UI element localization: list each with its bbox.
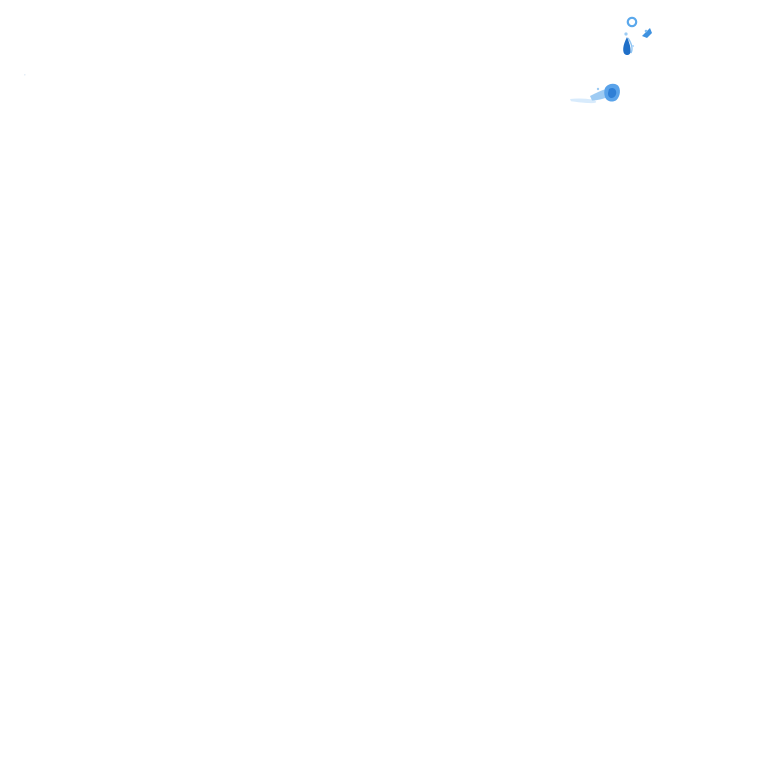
precip-blob-core: [607, 87, 617, 99]
precip-dot: [631, 44, 635, 48]
precip-drop: [623, 37, 631, 55]
precip-fleck: [642, 28, 652, 38]
precip-band-medium: [590, 89, 608, 101]
precip-dot: [644, 29, 648, 33]
precip-ring: [626, 16, 638, 28]
precip-cell-south: [570, 83, 620, 104]
precip-dot: [624, 32, 628, 36]
precip-dot: [596, 87, 600, 91]
precip-cell-north: [623, 16, 652, 55]
precip-band-light: [570, 98, 597, 104]
precip-edge: [627, 37, 633, 54]
radar-speck: [24, 74, 26, 76]
